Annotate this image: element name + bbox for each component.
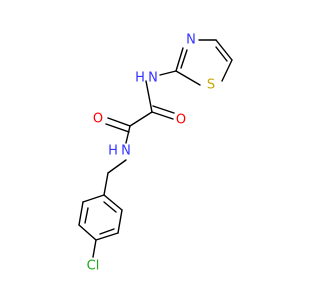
bond-camide1-camide2 — [129, 111, 153, 127]
bond-benz-1-2 — [82, 194, 105, 203]
bond-camide2-oleft-double — [105, 123, 130, 133]
bond-benz-2-3 — [78, 201, 84, 226]
bonds — [78, 39, 233, 258]
bond-benz-inner-b — [99, 228, 115, 235]
bond-c4-c5 — [215, 39, 233, 61]
atom-n-ring: N — [186, 33, 196, 48]
atom-s-ring: S — [207, 78, 215, 93]
atom-h-mid: H — [108, 144, 118, 159]
bond-benz-inner-a — [84, 207, 89, 224]
molecule-diagram: N H N S O O N H Cl — [78, 33, 233, 274]
atom-labels: N H N S O O N H Cl — [87, 33, 215, 274]
bond-benz-3-4 — [78, 224, 97, 241]
bond-c4-c5-double — [215, 46, 228, 62]
bond-camide1-oright-double — [152, 105, 175, 114]
bond-c2-n3 — [175, 47, 184, 72]
bond-ch2-benz — [103, 172, 109, 196]
bond-nmid-ch2 — [107, 159, 127, 174]
bond-camide1-oright — [151, 111, 174, 120]
bond-benz-5-6 — [117, 209, 123, 234]
bond-camide2-oleft — [107, 117, 131, 127]
atom-n-mid: N — [121, 144, 131, 159]
bond-benz-cl — [92, 239, 97, 258]
bond-n-c2 — [159, 70, 177, 76]
atom-h-top: H — [135, 71, 145, 86]
bond-benz-6-1 — [103, 194, 123, 211]
bond-n-camide1 — [145, 80, 153, 113]
bond-benz-4-5 — [95, 232, 119, 241]
atom-o-right: O — [176, 113, 186, 128]
molecule-svg: N H N S O O N H Cl — [78, 33, 233, 274]
bond-s1-c2 — [175, 70, 201, 86]
bond-benz-inner-c — [103, 201, 117, 213]
bond-c2-n3-double — [180, 49, 188, 69]
atom-cl: Cl — [87, 259, 100, 274]
atom-o-left: O — [93, 112, 103, 127]
bond-camide2-nmid — [125, 125, 131, 144]
atom-n-top: N — [148, 71, 158, 86]
bond-c5-s1 — [221, 59, 233, 82]
